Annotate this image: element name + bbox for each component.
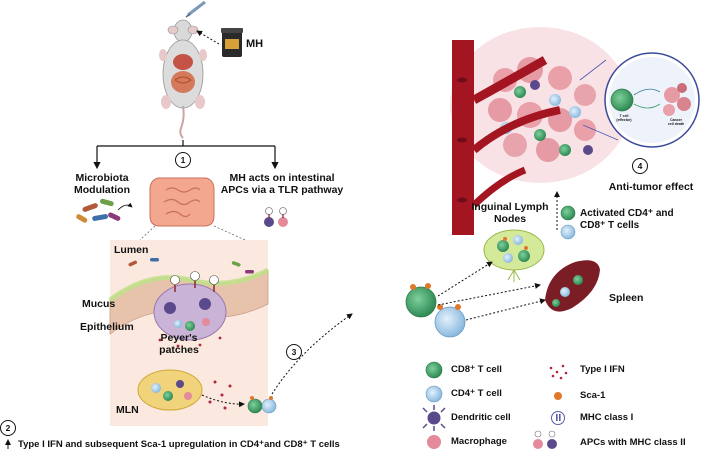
microbiota-label: Microbiota Modulation	[74, 172, 130, 196]
legend-macrophage-swatch	[427, 435, 441, 449]
inguinal-label: Inguinal Lymph Nodes	[471, 201, 549, 225]
legend	[422, 361, 568, 449]
legend-dendritic-swatch	[422, 405, 446, 431]
blood-vessel-icon	[452, 40, 561, 235]
lumen-label: Lumen	[114, 244, 149, 256]
activated-label: Activated CD4⁺ and CD8⁺ T cells	[580, 208, 674, 231]
step-4-marker: 4	[632, 158, 648, 174]
cancer-inset-label: Cancer cell death	[667, 118, 685, 126]
tcell-inset-label: T cell (effector)	[616, 114, 632, 122]
step-3-marker: 3	[286, 344, 302, 360]
epithelium-label: Epithelium	[80, 321, 134, 333]
tumor-icon	[450, 27, 630, 183]
lymph-node-icon	[483, 229, 545, 282]
bacteria-icon	[76, 198, 133, 223]
spleen-icon	[545, 260, 600, 312]
intestine-section-panel	[108, 240, 270, 426]
activated-t-cells	[560, 205, 576, 240]
migrating-t-cells	[405, 283, 466, 338]
spleen-label: Spleen	[609, 292, 644, 304]
step-1-marker: 1	[175, 152, 191, 168]
legend-apc-label: APCs with MHC class II	[580, 437, 686, 448]
legend-cd8-swatch	[425, 361, 443, 379]
legend-mhc1-label: MHC class I	[580, 412, 634, 423]
emigrating-t-cells	[247, 396, 277, 414]
legend-ifn-swatch	[549, 364, 568, 380]
legend-cd4-swatch	[425, 385, 443, 403]
syringe-icon	[185, 0, 206, 18]
apc-icon	[264, 207, 288, 227]
intestine-icon	[149, 177, 215, 227]
legend-cd8-label: CD8⁺ T cell	[451, 364, 502, 375]
mucus-label: Mucus	[82, 298, 116, 310]
bottom-note: Type I IFN and subsequent Sca-1 upregula…	[18, 439, 340, 450]
legend-sca1-label: Sca-1	[580, 390, 606, 401]
antitumor-label: Anti-tumor effect	[608, 181, 694, 193]
legend-mhc1-swatch	[551, 411, 565, 425]
magnifier-inset-icon	[579, 52, 700, 148]
mh-acts-label: MH acts on intestinal APCs via a TLR pat…	[220, 172, 344, 196]
step-2-marker: 2	[0, 420, 16, 436]
mln-label: MLN	[116, 404, 139, 416]
mouse-icon	[159, 19, 207, 139]
mh-jar-icon	[221, 28, 243, 57]
legend-cd4-label: CD4⁺ T cell	[451, 388, 502, 399]
legend-apc-swatch	[533, 430, 557, 449]
legend-dendritic-label: Dendritic cell	[451, 412, 511, 423]
peyers-patches-label: Peyer's patches	[159, 332, 199, 356]
legend-sca1-swatch	[554, 392, 562, 400]
legend-macrophage-label: Macrophage	[451, 436, 507, 447]
legend-ifn-label: Type I IFN	[580, 364, 625, 375]
mh-label: MH	[246, 38, 264, 50]
